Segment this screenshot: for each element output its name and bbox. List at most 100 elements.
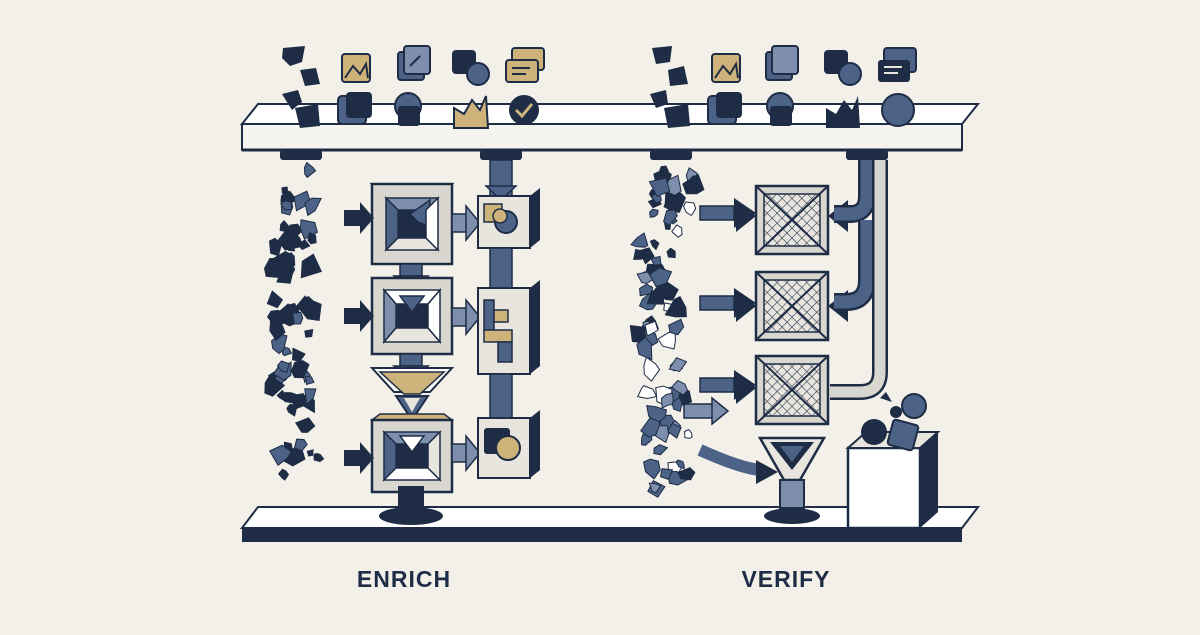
- fragment-shard: [668, 357, 688, 373]
- fragment-shard: [649, 208, 659, 218]
- fragment-shard: [657, 328, 676, 350]
- image-icon: [341, 53, 371, 83]
- fragment-shard: [671, 396, 683, 413]
- mesh-filter-icon: [736, 270, 848, 342]
- arrow-right-icon: [451, 433, 481, 473]
- fragment-shard: [286, 403, 297, 417]
- fragment-shard: [643, 356, 661, 382]
- fragment-shard: [671, 224, 683, 238]
- fragment-shard: [636, 336, 653, 361]
- fragment-shard: [638, 247, 655, 265]
- fragment-shard: [648, 267, 673, 288]
- fragment-shard: [304, 197, 322, 217]
- fragment-shard: [280, 200, 293, 211]
- filter-stage: [369, 413, 455, 494]
- fragment-shard: [677, 467, 696, 481]
- fragment-icon: [650, 46, 690, 128]
- enrich-filter-column: [369, 182, 455, 525]
- fragment-shard: [292, 347, 306, 363]
- pedestal: [379, 486, 443, 525]
- fragment-shard: [295, 417, 316, 433]
- fragment-shard: [269, 317, 286, 341]
- document-icon: [707, 92, 742, 125]
- fragment-shard: [666, 422, 682, 439]
- fragment-shard: [644, 320, 659, 337]
- filter-stage: [369, 182, 455, 266]
- mesh-filter-icon: [736, 354, 830, 426]
- fragment-shard: [268, 237, 282, 257]
- fragment-shard: [266, 290, 284, 309]
- mesh-filter-icon: [736, 184, 848, 256]
- fragment-shard: [281, 186, 289, 195]
- fragment-shard: [292, 311, 304, 325]
- fragment-shard: [285, 265, 296, 276]
- fragment-shard: [639, 283, 654, 297]
- fragment-shard: [646, 405, 668, 424]
- fragment-shard: [649, 239, 660, 251]
- fragment-shard: [304, 388, 317, 406]
- fragment-shard: [666, 470, 688, 486]
- verify-label: VERIFY: [741, 566, 831, 592]
- fragment-shard: [646, 289, 665, 305]
- chart-icon: [453, 95, 490, 129]
- fragment-icon: [282, 46, 320, 128]
- checkmark-icon: [509, 95, 539, 125]
- document-icon: [337, 92, 372, 125]
- fragment-shard: [648, 177, 671, 197]
- fragment-shard: [683, 201, 697, 217]
- fragment-shard: [284, 392, 299, 404]
- chat-bubble-icon: [505, 47, 545, 83]
- fragment-shard: [306, 449, 314, 457]
- document-icon: [397, 45, 431, 81]
- fragment-shard: [663, 209, 678, 226]
- fragment-shard: [300, 253, 322, 279]
- arrow-right-icon: [756, 460, 778, 484]
- fragment-shard: [301, 296, 316, 311]
- output-stage: [477, 410, 540, 479]
- fragment-shard: [636, 271, 653, 285]
- shapes-icon: [452, 50, 490, 86]
- output-stage: [477, 280, 540, 375]
- fragment-shard: [675, 459, 685, 470]
- fragment-shard: [303, 161, 317, 179]
- arrow-right-icon: [451, 203, 481, 243]
- shapes-icon: [881, 93, 915, 127]
- shapes-icon: [766, 92, 794, 126]
- fragment-shard: [290, 360, 310, 379]
- fragment-shard: [659, 468, 674, 481]
- funnel-icon: [369, 367, 455, 422]
- fragment-shard: [668, 318, 685, 336]
- fragment-shard: [684, 428, 693, 439]
- fragment-shard: [293, 190, 312, 212]
- fragment-shard: [264, 376, 286, 397]
- fragment-shard: [666, 247, 676, 259]
- fragment-shard: [297, 239, 311, 251]
- funnel-icon: [757, 436, 827, 524]
- fragment-shard: [640, 417, 661, 438]
- fragment-shard: [276, 360, 290, 373]
- arrow-right-icon: [451, 297, 481, 337]
- shapes-icon: [824, 50, 862, 86]
- fragment-shard: [278, 303, 298, 325]
- top-shelf: [239, 103, 981, 152]
- fragment-cluster: [263, 161, 325, 481]
- fragment-shard: [630, 232, 649, 248]
- fragment-shard: [653, 444, 669, 456]
- fragment-shard: [636, 384, 658, 400]
- fragment-shard: [313, 452, 325, 463]
- fragment-shard: [650, 255, 662, 266]
- fragment-shard: [304, 328, 314, 338]
- chat-bubble-icon: [878, 47, 917, 82]
- fragment-shard: [293, 438, 308, 452]
- fragment-shard: [278, 468, 290, 481]
- input-arrows: [344, 202, 374, 474]
- fragment-shard: [305, 375, 315, 386]
- image-icon: [711, 53, 741, 83]
- fragment-cluster: [629, 165, 705, 498]
- output-stage: [477, 188, 540, 249]
- fragment-shard: [268, 444, 292, 467]
- enrich-label: ENRICH: [356, 566, 452, 592]
- output-arrows: [451, 203, 481, 473]
